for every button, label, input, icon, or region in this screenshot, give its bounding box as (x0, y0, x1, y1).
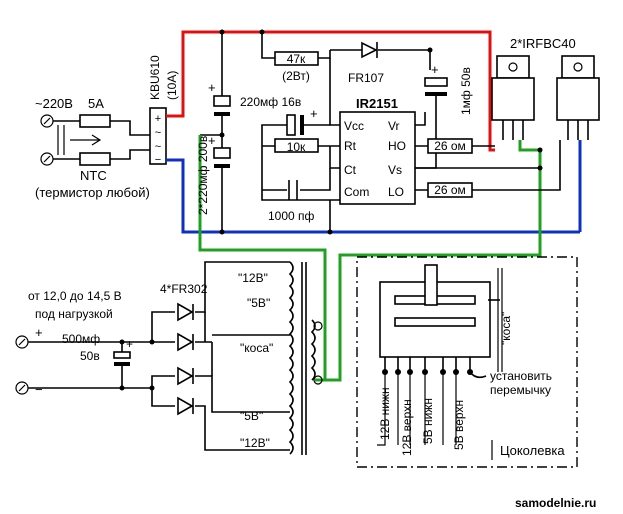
pinout-box (356, 256, 578, 468)
pin-vr: Vr (388, 119, 400, 133)
svg-text:−: − (155, 154, 161, 166)
tap-12-top: "12В" (238, 271, 268, 285)
svg-text:+: + (431, 62, 439, 77)
mosfet-label: 2*IRFBC40 (510, 36, 576, 51)
cap-out-v: 50в (80, 349, 100, 363)
negative-rail (166, 158, 580, 234)
out-plus: + (35, 325, 43, 340)
jumper-line1: установить (490, 369, 552, 383)
r26-bot-label: 26 ом (434, 183, 466, 197)
ntc-note: (термистор любой) (35, 185, 150, 200)
ic-label: IR2151 (356, 96, 398, 111)
jumper-line2: перемычку (490, 383, 551, 397)
core-drawing (379, 264, 503, 379)
r47-power: (2Вт) (282, 69, 310, 83)
svg-text:~: ~ (155, 141, 161, 153)
kosa-right: "коса" (499, 312, 513, 345)
pin-ct: Ct (344, 163, 357, 177)
tap-5-bot: "5В" (240, 409, 263, 423)
mosfet-high (491, 55, 535, 140)
ic-ir2151 (339, 111, 416, 205)
svg-text:+: + (126, 337, 133, 351)
mains-input (40, 114, 150, 166)
rectifier-diodes (177, 302, 194, 416)
svg-text:+: + (155, 113, 161, 125)
positive-rail (166, 30, 495, 152)
ntc-label: NTC (80, 168, 107, 183)
transformer (288, 261, 323, 455)
arrow-icon (70, 134, 102, 146)
pin-vcc: Vcc (344, 119, 364, 133)
r26-top-label: 26 ом (434, 139, 466, 153)
bridge-current: (10А) (165, 71, 179, 100)
output-load: под нагрузкой (35, 307, 113, 321)
fuse (79, 114, 111, 128)
ct-label: 1000 пф (268, 209, 315, 223)
resistor-10k (274, 138, 319, 153)
fuse-label: 5А (88, 96, 104, 111)
pin-12-up: 12В верхн (400, 399, 414, 456)
pin-lo: LO (388, 185, 404, 199)
cap-boot-label: 1мф 50в (459, 67, 473, 115)
site-credit: samodelnie.ru (515, 496, 596, 510)
resistor-26-top (427, 138, 473, 154)
main-caps-label: 2*220мф 200в (196, 136, 210, 215)
svg-text:~: ~ (155, 127, 161, 139)
diode-fr107 (361, 41, 378, 59)
tap-kosa: "коса" (240, 341, 273, 355)
pin-5-up: 5В верхн (452, 400, 466, 450)
r47-label: 47к (287, 52, 306, 66)
svg-text:+: + (310, 106, 318, 121)
ntc-thermistor (79, 152, 111, 166)
pin-ho: HO (388, 139, 406, 153)
tap-12-bot: "12В" (240, 436, 270, 450)
resistor-26-bottom (427, 182, 473, 198)
cap-out-label: 500мф (62, 332, 100, 346)
bridge-label: KBU610 (148, 55, 162, 100)
svg-text:+: + (208, 133, 216, 148)
mosfet-low (556, 55, 600, 140)
pin-5-low: 5В нижн (421, 398, 435, 444)
pin-vs: Vs (388, 163, 402, 177)
mains-label: ~220В (35, 96, 73, 111)
cap-vcc-label: 220мф 16в (240, 95, 301, 109)
r10k-label: 10к (287, 140, 306, 154)
pinout-label: Цоколевка (500, 443, 565, 458)
tap-5-top: "5В" (247, 296, 270, 310)
pin-com: Com (344, 185, 369, 199)
pin-rt: Rt (344, 139, 357, 153)
output-range: от 12,0 до 14,5 В (28, 289, 122, 303)
main-capacitors: + + (198, 29, 231, 235)
out-minus: − (35, 382, 43, 397)
resistor-47k (274, 51, 319, 66)
diode-label: FR107 (348, 71, 384, 85)
svg-text:+: + (208, 80, 216, 95)
rect-diodes-label: 4*FR302 (160, 282, 208, 296)
diode-bridge (149, 107, 167, 165)
